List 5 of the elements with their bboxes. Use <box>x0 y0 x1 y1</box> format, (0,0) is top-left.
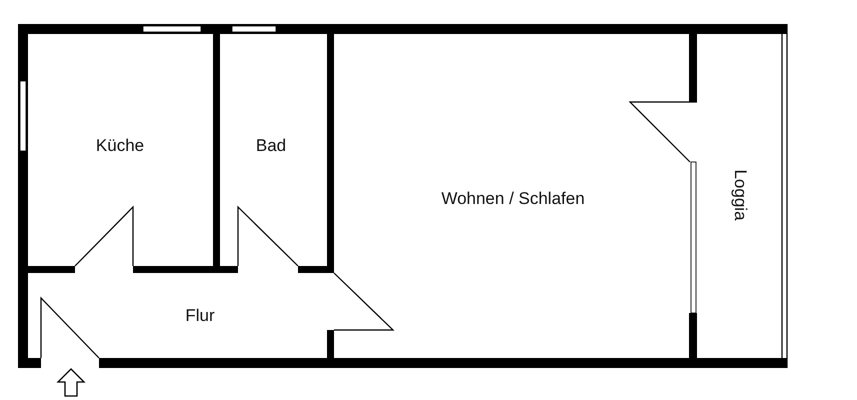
room-label: Küche <box>96 136 144 156</box>
room-label: Bad <box>256 136 286 156</box>
room-label: Loggia <box>730 169 750 221</box>
room-label: Flur <box>185 306 215 326</box>
room-label: Wohnen / Schlafen <box>441 189 585 209</box>
